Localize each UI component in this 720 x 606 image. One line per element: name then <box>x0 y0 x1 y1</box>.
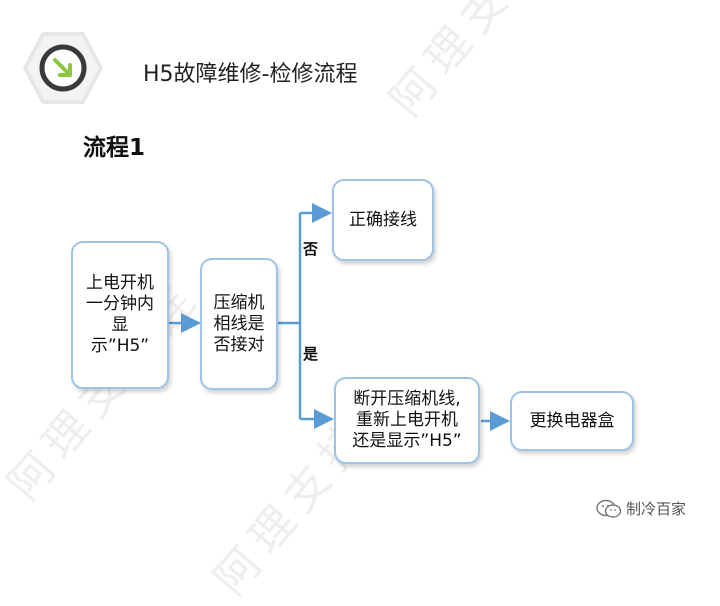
edge-label-yes: 是 <box>303 345 319 363</box>
node-check-wiring: 压缩机 相线是 否接对 <box>200 258 278 390</box>
node-disconnect-retest-text: 断开压缩机线, 重新上电开机 还是显示”H5” <box>352 389 462 451</box>
page-title: H5故障维修-检修流程 <box>143 62 358 87</box>
node-check-wiring-text: 压缩机 相线是 否接对 <box>213 292 265 355</box>
node-replace-box-text: 更换电器盒 <box>529 410 615 431</box>
footer-brand: 制冷百家 <box>596 498 686 519</box>
node-disconnect-retest: 断开压缩机线, 重新上电开机 还是显示”H5” <box>334 377 480 464</box>
node-power-on-check: 上电开机 一分钟内 显 示”H5” <box>71 241 169 389</box>
node-power-on-text: 上电开机 一分钟内 显 示”H5” <box>86 273 154 356</box>
arrow-badge-icon <box>23 32 103 104</box>
flow-connectors <box>168 203 510 431</box>
node-correct-wiring-text: 正确接线 <box>349 209 417 230</box>
section-heading: 流程1 <box>83 135 146 161</box>
wechat-icon <box>596 499 622 518</box>
slide: 阿理支持连 阿理支持连 阿理支持连 H5故障维修-检修流程 流程1 上电开机 一… <box>0 0 686 605</box>
footer-brand-name: 制冷百家 <box>626 500 687 518</box>
node-correct-wiring: 正确接线 <box>332 179 434 261</box>
edge-label-no: 否 <box>303 240 319 258</box>
node-replace-box: 更换电器盒 <box>510 391 634 451</box>
